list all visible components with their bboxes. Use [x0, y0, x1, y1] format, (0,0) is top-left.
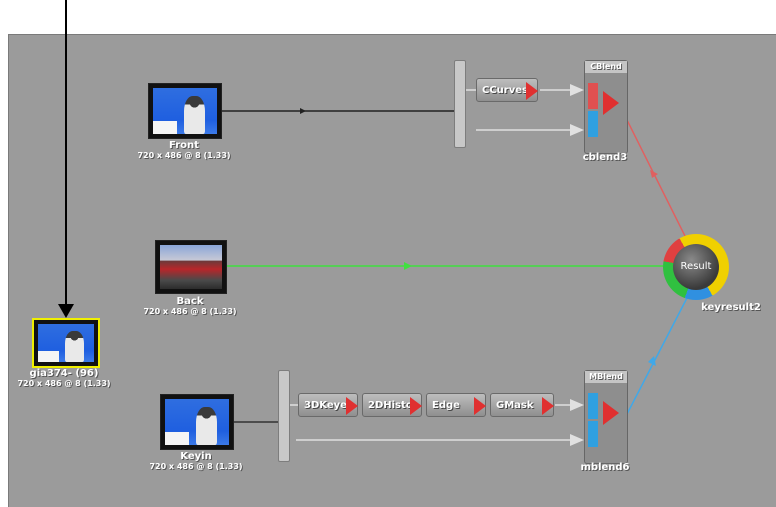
back-node-info: 720 x 486 @ 8 (1.33) — [143, 307, 237, 316]
mblend-node[interactable]: MBlend — [584, 370, 628, 464]
pointer-arrow-head — [58, 304, 74, 318]
mblend-title: MBlend — [585, 371, 627, 383]
ccurves-output-arrow — [526, 82, 538, 100]
edge-label: Edge — [432, 400, 460, 411]
histo2d-label: 2DHisto — [368, 400, 413, 411]
result-name: keyresult2 — [701, 302, 761, 313]
keyin-bypass-arrow — [570, 434, 584, 446]
mblend-input-blue-2 — [588, 421, 598, 447]
gmask-label: GMask — [496, 400, 534, 411]
front-bypass-arrow — [570, 124, 584, 136]
cblend-result-link — [625, 117, 689, 243]
mblend-name: mblend6 — [580, 462, 630, 473]
histo2d-output-arrow — [410, 397, 422, 415]
selected-clip-image — [38, 324, 94, 362]
result-label: Result — [673, 244, 719, 290]
edge-node[interactable]: Edge — [426, 393, 486, 417]
keyer3d-label: 3DKeyer — [304, 400, 352, 411]
histo2d-node[interactable]: 2DHisto — [362, 393, 422, 417]
cblend-output-arrow — [603, 91, 619, 115]
cblend-node[interactable]: CBlend — [584, 60, 628, 154]
back-result-arrow — [404, 262, 412, 270]
keyin-node-info: 720 x 486 @ 8 (1.33) — [149, 462, 243, 471]
front-node-label: Front — [169, 140, 199, 151]
selected-clip-info: 720 x 486 @ 8 (1.33) — [17, 379, 111, 388]
back-node-thumbnail[interactable] — [155, 240, 227, 294]
keyer3d-node[interactable]: 3DKeyer — [298, 393, 358, 417]
cblend-name: cblend3 — [582, 152, 628, 163]
mblend-output-arrow — [603, 401, 619, 425]
cblend-title: CBlend — [585, 61, 627, 73]
mblend-result-link — [625, 295, 689, 417]
selected-clip-thumbnail[interactable] — [32, 318, 100, 368]
cblend-input-red — [588, 83, 598, 109]
keyin-junction-bar[interactable] — [278, 370, 290, 462]
front-link-arrow — [300, 108, 306, 114]
gmask-node[interactable]: GMask — [490, 393, 554, 417]
keyin-node-thumbnail[interactable] — [160, 394, 234, 450]
ccurves-label: CCurves — [482, 85, 528, 96]
front-junction-bar[interactable] — [454, 60, 466, 148]
mblend-input-blue-1 — [588, 393, 598, 419]
front-node-thumbnail[interactable] — [148, 83, 222, 139]
cblend-input-blue — [588, 111, 598, 137]
cblend-result-arrow — [650, 170, 658, 178]
gmask-output-arrow — [542, 397, 554, 415]
keyin-thumbnail-image — [165, 399, 229, 445]
front-node-info: 720 x 486 @ 8 (1.33) — [137, 151, 231, 160]
result-node[interactable]: Result — [663, 234, 729, 300]
back-node-label: Back — [176, 296, 204, 307]
selected-clip-label: gia374- (96) — [29, 368, 99, 379]
mblend-result-arrow — [648, 356, 656, 366]
back-thumbnail-image — [160, 245, 222, 289]
ccurves-node[interactable]: CCurves — [476, 78, 538, 102]
ccurves-out-arrow — [570, 84, 584, 96]
front-thumbnail-image — [153, 88, 217, 134]
edge-output-arrow — [474, 397, 486, 415]
node-graph-canvas[interactable] — [8, 34, 776, 507]
keyer3d-output-arrow — [346, 397, 358, 415]
keyin-node-label: Keyin — [180, 451, 212, 462]
gmask-out-arrow — [570, 399, 584, 411]
